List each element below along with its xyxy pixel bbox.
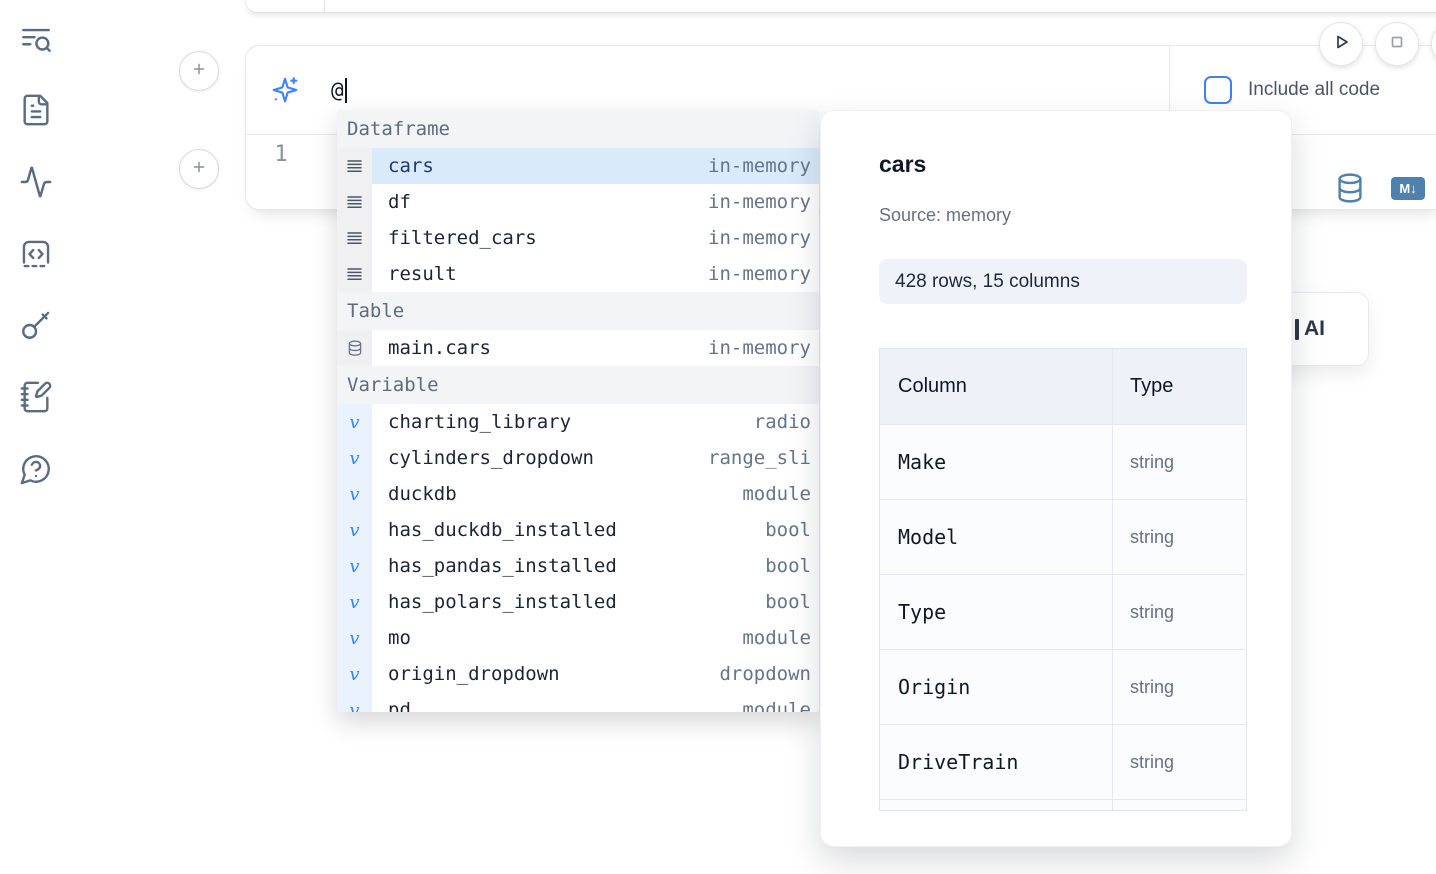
table-row: Type string: [880, 574, 1246, 649]
sidebar-item-files[interactable]: [19, 93, 53, 127]
file-icon: [19, 94, 53, 131]
preview-title: cars: [879, 151, 927, 177]
column-header: Column: [880, 349, 1113, 424]
prompt-value: @: [331, 78, 344, 102]
preview-schema-table: Column Type Make string Model string Typ…: [879, 348, 1247, 811]
variable-icon: v: [337, 548, 372, 584]
scratchpad-icon: [19, 381, 53, 418]
variable-icon: v: [337, 584, 372, 620]
variable-icon: v: [337, 476, 372, 512]
preview-source: Source: memory: [879, 205, 1012, 225]
variable-icon: v: [337, 620, 372, 656]
section-header-table: Table: [337, 292, 819, 330]
plus-icon: [188, 156, 210, 183]
table-row: Model string: [880, 499, 1246, 574]
dataframe-preview-panel: cars Source: memory 428 rows, 15 columns…: [820, 110, 1292, 847]
code-cell-icon: [19, 240, 53, 275]
sidebar-item-secrets[interactable]: [19, 308, 53, 342]
table-row: DriveTrain string: [880, 724, 1246, 799]
section-header-variable: Variable: [337, 366, 819, 404]
table-row-clipped: [880, 799, 1246, 810]
line-number: 1: [274, 142, 288, 167]
text-caret: [344, 77, 347, 103]
variable-icon: v: [337, 692, 372, 712]
add-cell-button-bottom[interactable]: [179, 149, 219, 189]
table-row: Make string: [880, 424, 1246, 499]
previous-cell-gutter-divider: [324, 0, 325, 12]
variable-icon: v: [337, 404, 372, 440]
variable-icon: v: [337, 440, 372, 476]
stop-button[interactable]: [1375, 22, 1419, 66]
section-header-dataframe: Dataframe: [337, 110, 819, 148]
sidebar-item-search[interactable]: [19, 23, 53, 57]
datasource-icon[interactable]: [1336, 173, 1364, 208]
variable-icon: v: [337, 512, 372, 548]
play-icon: [1329, 30, 1353, 59]
prompt-divider: [1169, 46, 1170, 134]
search-list-icon: [19, 28, 53, 61]
dataframe-rows-icon: [337, 220, 372, 256]
previous-cell-edge: [245, 0, 1436, 13]
table-header-row: Column Type: [880, 349, 1246, 424]
clipped-letter-fragment: [1295, 319, 1299, 340]
include-all-code-checkbox[interactable]: [1204, 76, 1232, 104]
table-row: Origin string: [880, 649, 1246, 724]
stop-icon: [1385, 30, 1409, 59]
type-header: Type: [1130, 375, 1174, 397]
ai-prompt-input[interactable]: @: [331, 46, 347, 134]
markdown-icon[interactable]: M↓: [1391, 177, 1425, 200]
ai-card-label: AI: [1304, 317, 1325, 340]
sidebar-item-snippets[interactable]: [19, 237, 53, 271]
dataframe-rows-icon: [337, 184, 372, 220]
table-database-icon: [337, 330, 372, 366]
variable-icon: v: [337, 656, 372, 692]
help-icon: [19, 455, 53, 490]
activity-icon: [19, 166, 53, 203]
include-all-code-label: Include all code: [1248, 79, 1381, 100]
sidebar-item-scratchpad[interactable]: [19, 380, 53, 414]
key-icon: [19, 311, 53, 346]
run-cell-button[interactable]: [1319, 22, 1363, 66]
add-cell-button-top[interactable]: [179, 51, 219, 91]
sidebar-item-help[interactable]: [19, 452, 53, 486]
dataframe-rows-icon: [337, 256, 372, 292]
dataframe-rows-icon: [337, 148, 372, 184]
preview-shape-badge: 428 rows, 15 columns: [879, 259, 1247, 304]
plus-icon: [188, 58, 210, 85]
sidebar-item-tracing[interactable]: [19, 165, 53, 199]
ai-sparkle-icon: [270, 75, 300, 105]
